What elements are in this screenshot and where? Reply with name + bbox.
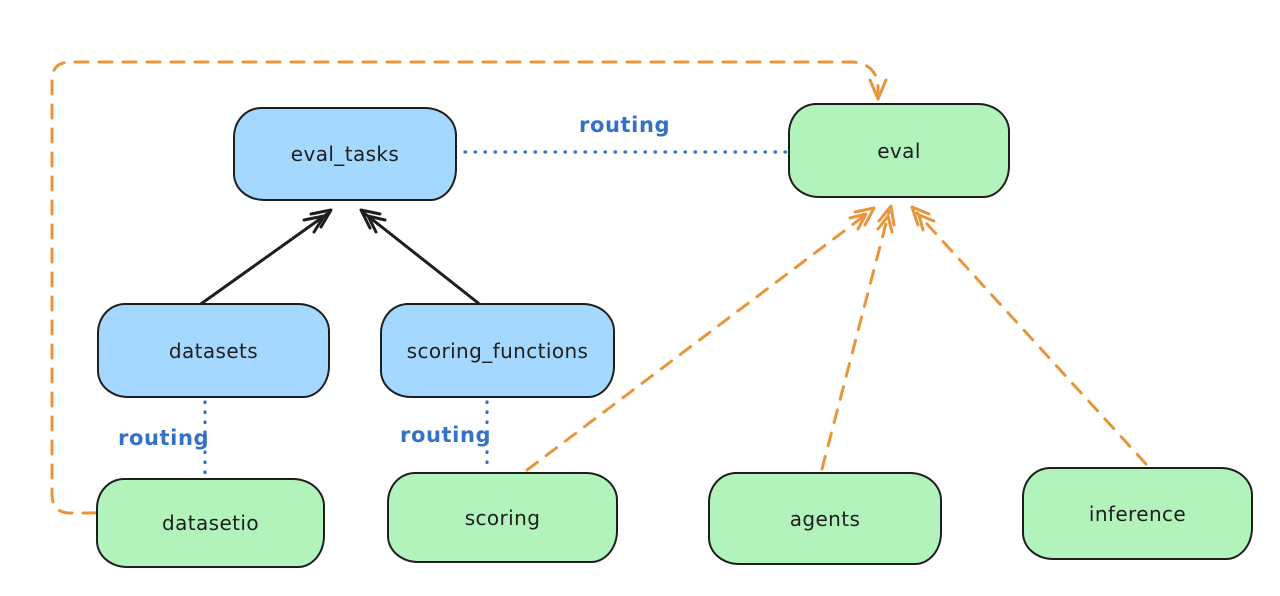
node-inference[interactable]: inference [1022,467,1253,560]
arrowhead2-agents-to-eval [876,214,894,234]
edge-datasets-to-eval_tasks [196,212,329,308]
arrowhead2-scoring-to-eval [848,212,868,231]
arrowhead2-datasets-to-eval_tasks [302,214,326,234]
node-eval-tasks-label: eval_tasks [290,142,400,166]
node-scoring[interactable]: scoring [387,472,618,563]
node-inference-label: inference [1088,501,1187,526]
edge-label-routing-eval_tasks-eval: routing [579,113,671,137]
node-scoring-functions-label: scoring_functions [406,338,589,363]
arrowhead-agents-to-eval [877,204,896,227]
node-datasetio-label: datasetio [161,511,259,535]
arrowhead-scoring-to-eval [853,206,876,227]
node-scoring-label: scoring [464,505,541,530]
edge-scoring_functions-to-eval_tasks [362,211,484,308]
edge-label-routing-datasets-datasetio: routing [118,426,210,450]
arrowhead-datasets-to-eval_tasks [309,208,333,229]
edge-label-routing-scoring_functions-scoring: routing [400,423,492,447]
edge-agents-to-eval [820,210,891,471]
node-datasetio[interactable]: datasetio [96,478,325,568]
node-eval-label: eval [877,138,921,163]
node-datasets-label: datasets [168,338,259,363]
edge-inference-to-eval [915,211,1148,466]
node-agents-label: agents [789,506,861,531]
node-eval[interactable]: eval [788,103,1010,198]
node-eval-tasks[interactable]: eval_tasks [233,107,457,201]
arrowhead-datasetio-to-eval [868,78,888,101]
node-agents[interactable]: agents [708,472,942,565]
edge-datasetio-to-eval [50,60,880,515]
arrowhead2-scoring_functions-to-eval_tasks [366,214,387,234]
arrowhead-inference-to-eval [910,205,931,227]
node-scoring-functions[interactable]: scoring_functions [380,303,615,398]
node-datasets[interactable]: datasets [97,303,330,398]
edge-scoring-to-eval [525,211,870,472]
arrowhead-scoring_functions-to-eval_tasks [359,208,382,230]
arrowhead2-inference-to-eval [917,213,936,232]
